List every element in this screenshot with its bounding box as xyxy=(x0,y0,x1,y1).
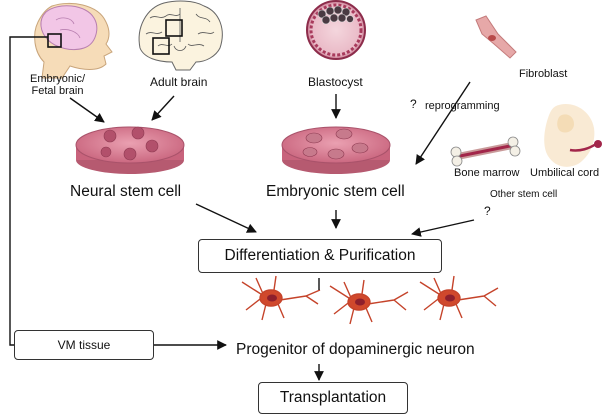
label-fetal-brain-line: Fetal brain xyxy=(31,85,84,98)
vm-tissue-label: VM tissue xyxy=(57,338,111,352)
fibroblast-illustration xyxy=(475,15,517,59)
neural-stem-cell-dish xyxy=(75,126,185,174)
adult-brain-selection-box-bottom xyxy=(152,37,170,55)
differentiation-purification-box: Differentiation & Purification xyxy=(198,239,442,273)
arrow-other-to-diff xyxy=(411,219,475,237)
fetal-brain-selection-box xyxy=(47,33,62,48)
label-embryonic-fetal-brain: Embryonic/ Fetal brain xyxy=(30,73,85,97)
label-umbilical-cord: Umbilical cord xyxy=(530,167,600,179)
fetal-head-illustration xyxy=(34,2,113,79)
embryonic-stem-cell-dish xyxy=(281,126,391,174)
adult-brain-illustration xyxy=(138,0,223,71)
arrow-adult-brain-to-neural xyxy=(151,95,175,121)
arrow-fibroblast-to-esc xyxy=(415,81,471,165)
label-other-stem-cell: Other stem cell xyxy=(490,189,558,200)
transplantation-box: Transplantation xyxy=(258,382,408,414)
label-reprogramming: reprogramming xyxy=(425,100,500,112)
label-fibroblast: Fibroblast xyxy=(519,68,568,80)
label-progenitor-dopaminergic-neuron: Progenitor of dopaminergic neuron xyxy=(236,341,475,358)
transplantation-label: Transplantation xyxy=(279,389,387,406)
adult-brain-selection-box-top xyxy=(165,19,183,37)
label-embryonic-stem-cell: Embryonic stem cell xyxy=(266,183,405,200)
arrow-fetal-brain-to-neural xyxy=(69,97,105,123)
question-mark-reprogramming: ? xyxy=(410,97,417,111)
fetal-brain-shape xyxy=(40,5,98,51)
label-neural-stem-cell: Neural stem cell xyxy=(70,183,182,200)
label-embryonic-line: Embryonic/ xyxy=(30,73,86,85)
neuron-illustration xyxy=(241,275,499,325)
label-blastocyst: Blastocyst xyxy=(308,75,363,89)
differentiation-purification-label: Differentiation & Purification xyxy=(224,247,416,264)
label-bone-marrow: Bone marrow xyxy=(454,167,520,179)
label-adult-brain: Adult brain xyxy=(150,75,208,89)
fetal-to-vm-line xyxy=(9,36,48,346)
arrow-neural-to-diff xyxy=(195,203,257,233)
blastocyst-illustration xyxy=(306,0,366,60)
question-mark-other: ? xyxy=(484,204,491,218)
umbilical-cord-illustration xyxy=(544,104,602,167)
vm-tissue-box: VM tissue xyxy=(14,330,154,360)
bone-marrow-illustration xyxy=(450,136,521,167)
